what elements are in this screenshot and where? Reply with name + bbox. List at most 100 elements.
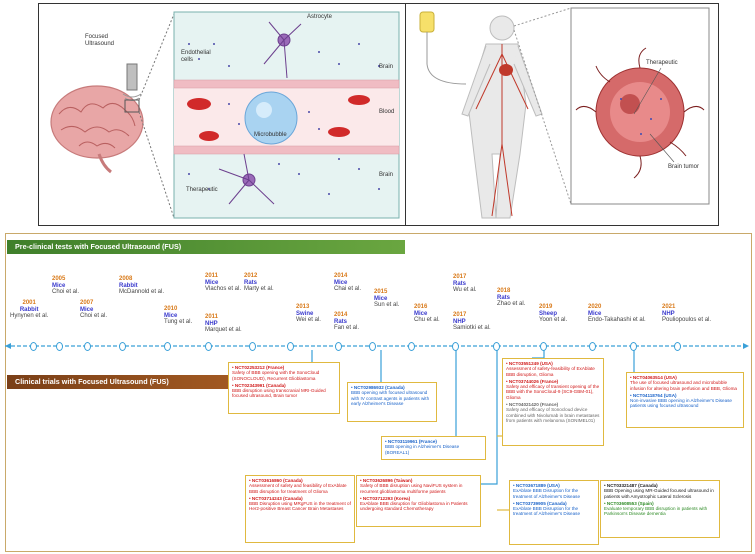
event-year: 2005	[52, 276, 66, 282]
clinical-banner: Clinical trials with Focused Ultrasound …	[7, 375, 239, 389]
trial-id-row: • NCT03119961 (France)	[385, 439, 437, 444]
trial-country: (Korea)	[394, 495, 411, 501]
event-author: Choi et al.	[52, 289, 80, 296]
event-year: 2015	[374, 289, 388, 295]
preclinical-banner: Pre-clinical tests with Focused Ultrasou…	[7, 240, 405, 254]
trial-card-2016: • NCT02986932 (Canada) BBB opening with …	[347, 382, 437, 422]
trial-country: (Spain)	[638, 500, 654, 506]
trial-id: NCT03671889	[515, 483, 546, 488]
trial-id: NCT03551249	[508, 361, 539, 366]
event-year: 2010	[164, 306, 178, 312]
trial-desc: BBB opening in Alzheimer's Disease (BORE…	[385, 444, 460, 455]
event-author: Zhao et al.	[497, 301, 526, 308]
timeline-node	[30, 342, 37, 351]
event-year: 2019	[539, 304, 553, 310]
event-2021: 2021 NHP Pouliopoulos et al.	[662, 304, 711, 324]
trial-id-row: • NCT04063514 (USA)	[630, 375, 677, 380]
event-year: 2011	[205, 273, 219, 279]
trial-item: • NCT04118764 (USA) Non-invasive BBB ope…	[630, 393, 740, 409]
timeline-node	[164, 342, 171, 351]
event-2017-nhp: 2017 NHP Samiotki et al.	[453, 312, 491, 332]
event-author: Chai et al.	[334, 286, 362, 293]
trial-country: (USA)	[664, 375, 677, 380]
trial-country: (Canada)	[283, 478, 303, 483]
timeline-node	[369, 342, 376, 351]
trial-item: • NCT02343991 (Canada) BBB disruption us…	[232, 383, 336, 399]
trial-item: • NCT03321487 (Canada) BBB Opening using…	[604, 483, 716, 499]
event-species: Mice	[164, 312, 178, 319]
trial-id-row: • NCT03714243 (Canada)	[249, 495, 303, 501]
trial-id-row: • NCT04021420 (France)	[506, 402, 559, 408]
trial-desc: Safety of BBB opening with the SonoCloud…	[232, 370, 320, 381]
trial-desc: ExAblate BBB disruption for Glioblastoma…	[360, 501, 468, 512]
label-blood: Blood	[379, 109, 395, 115]
trial-desc: ExAblate BBB Disruption for the treatmen…	[513, 506, 581, 517]
trial-id-row: • NCT03712293 (Korea)	[360, 495, 411, 501]
event-2015: 2015 Mice Sun et al.	[374, 289, 399, 309]
event-species: Swine	[296, 310, 314, 317]
trial-item: • NCT03616860 (Canada) Assessment of saf…	[249, 478, 351, 494]
trial-card-2020: • NCT04063514 (USA) The use of focused u…	[626, 372, 744, 428]
event-author: Wu et al.	[453, 287, 477, 294]
trial-id-row: • NCT03739905 (Canada)	[513, 500, 567, 506]
label-focused-ultrasound: Focused Ultrasound	[85, 34, 115, 47]
trial-card-alzheimer: • NCT03671889 (USA) ExAblate BBB Disrupt…	[509, 480, 599, 545]
trial-id-row: • NCT02253212 (France)	[232, 365, 285, 370]
event-author: Wei et al.	[296, 317, 321, 324]
event-year: 2016	[414, 304, 428, 310]
trial-desc: Safety and efficacy of Sonocloud device …	[506, 407, 600, 423]
trial-item: • NCT03626896 (Taiwan) Safety of BBB dis…	[360, 478, 477, 494]
label-endothelial-cells: Endothelial cells	[181, 50, 211, 63]
label-astrocyte: Astrocyte	[307, 14, 333, 20]
trial-id: NCT04063514	[632, 375, 663, 380]
event-species: Rats	[453, 280, 467, 287]
trial-card-2014: • NCT02253212 (France) Safety of BBB ope…	[228, 362, 340, 414]
timeline-node	[493, 342, 500, 351]
trial-country: (USA)	[540, 361, 553, 366]
trial-item: • NCT03119961 (France) BBB opening in Al…	[385, 439, 482, 455]
trial-id: NCT03744026	[508, 378, 539, 384]
trial-id-row: • NCT03321487 (Canada)	[604, 483, 658, 488]
trial-item: • NCT03739905 (Canada) ExAblate BBB Disr…	[513, 501, 595, 517]
trial-id: NCT03616860	[251, 478, 282, 483]
trial-id: NCT03119961	[387, 439, 418, 444]
trial-id-row: • NCT03551249 (USA)	[506, 361, 553, 366]
event-year: 2008	[119, 276, 133, 282]
trial-id: NCT04021420	[508, 402, 539, 408]
event-year: 2007	[80, 300, 94, 306]
trial-id-row: • NCT02986932 (Canada)	[351, 385, 405, 390]
label-therapeutic-tumor: Therapeutic	[646, 60, 678, 66]
label-brain-top: Brain	[379, 64, 394, 70]
event-species: Mice	[205, 279, 219, 286]
trial-desc: BBB Disruption using MRgFUS in the treat…	[249, 501, 351, 512]
event-2013: 2013 Swine Wei et al.	[296, 304, 321, 324]
trial-item: • NCT03671889 (USA) ExAblate BBB Disrupt…	[513, 483, 595, 499]
event-species: Mice	[588, 310, 602, 317]
event-year: 2001	[22, 300, 36, 306]
event-species: Rabbit	[119, 282, 138, 289]
trial-item: • NCT02253212 (France) Safety of BBB ope…	[232, 365, 336, 381]
trial-country: (USA)	[547, 483, 560, 488]
event-2007: 2007 Mice Choi et al.	[80, 300, 107, 320]
trial-id: NCT02253212	[234, 365, 265, 370]
event-species: Mice	[334, 279, 348, 286]
event-2011-mice: 2011 Mice Vlachos et al.	[205, 273, 241, 293]
event-year: 2017	[453, 274, 467, 280]
trial-id: NCT03712293	[362, 495, 393, 501]
event-year: 2012	[244, 273, 258, 279]
event-2020: 2020 Mice Endo-Takahashi et al.	[588, 304, 646, 324]
event-2012: 2012 Rats Marty et al.	[244, 273, 274, 293]
event-author: Chu et al.	[414, 317, 440, 324]
event-author: Sun et al.	[374, 302, 400, 309]
trial-item: • NCT04063514 (USA) The use of focused u…	[630, 375, 740, 391]
trial-desc: Assessment of safety and feasibility of …	[249, 483, 347, 494]
trial-id-row: • NCT02343991 (Canada)	[232, 382, 286, 388]
trial-desc: BBB Opening using MR-Guided focused ultr…	[604, 488, 714, 499]
event-2019: 2019 Sheep Yoon et al.	[539, 304, 567, 324]
iv-bag	[419, 11, 435, 33]
timeline-node	[84, 342, 91, 351]
bbb-illustration-svg	[50, 11, 400, 219]
trial-desc: Non-invasive BBB opening in Alzheimer's …	[630, 398, 732, 409]
event-author: Fan et al.	[334, 325, 360, 332]
trial-id-row: • NCT03744026 (France)	[506, 378, 559, 384]
